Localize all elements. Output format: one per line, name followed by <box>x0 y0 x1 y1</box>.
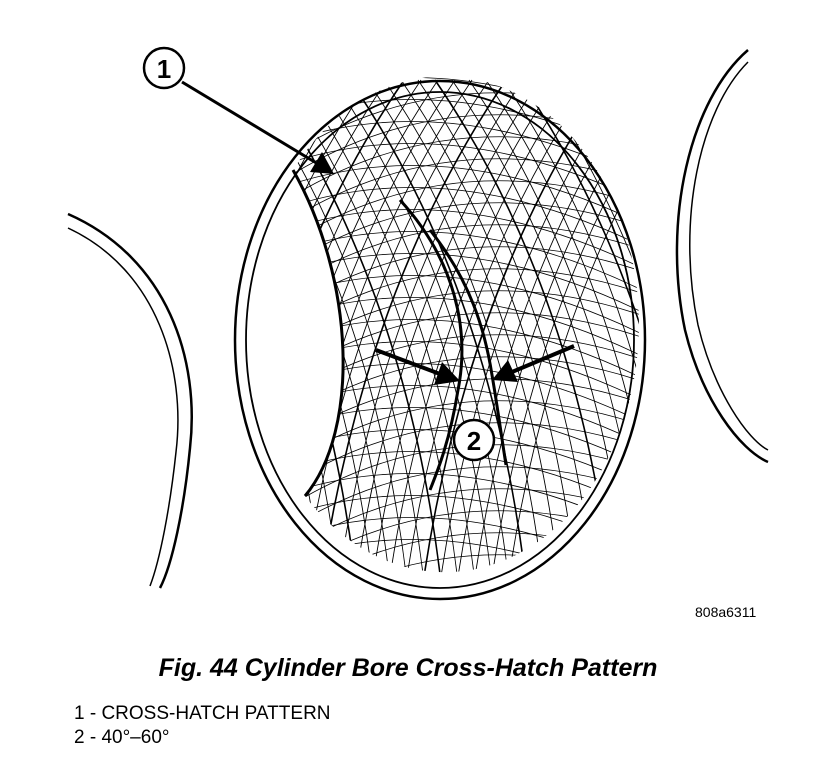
hatch-line <box>293 297 639 361</box>
hatch-line <box>293 79 303 573</box>
hatch-line <box>0 80 105 620</box>
hatch-line <box>293 341 639 405</box>
hatch-line <box>112 80 292 620</box>
hatch-line <box>293 554 639 573</box>
hatch-line <box>44 80 234 620</box>
hatch-line <box>61 80 241 620</box>
hatch-line <box>293 79 310 573</box>
hatch-angle-lines <box>398 198 508 491</box>
hatch-line <box>0 80 30 620</box>
hatch-line <box>293 79 429 573</box>
hatch-line <box>451 79 639 573</box>
hatch-line <box>95 80 285 620</box>
hatch-line <box>293 180 639 249</box>
hatch-line <box>293 473 639 537</box>
hatch-line <box>293 79 405 573</box>
hatch-line <box>293 79 456 573</box>
hatch-line <box>293 209 639 273</box>
hatch-line <box>293 79 354 573</box>
hatch-line <box>383 79 575 573</box>
hatch-line <box>366 79 558 573</box>
hatch-line <box>293 187 639 251</box>
honed-area-edge <box>291 169 345 497</box>
hatch-line <box>293 422 639 491</box>
cylinder-bore-illustration: 1 2 <box>0 46 816 620</box>
hatch-line <box>0 80 156 620</box>
hatch-line <box>78 80 268 620</box>
hatch-line <box>673 80 816 620</box>
cylinder-bore-wall <box>233 79 647 601</box>
hatch-line <box>0 80 173 620</box>
hatch-line <box>349 79 541 573</box>
hatch-line <box>293 79 371 573</box>
hatch-line <box>293 202 639 271</box>
cross-hatch-pattern <box>0 77 816 620</box>
legend: 1 - CROSS-HATCH PATTERN 2 - 40°–60° <box>74 702 331 750</box>
hatch-line <box>0 80 139 620</box>
hatch-line <box>485 79 639 573</box>
hatch-line <box>27 80 217 620</box>
hatch-line <box>293 79 412 573</box>
callout-2-arrows <box>375 344 575 385</box>
hatch-line <box>0 80 122 620</box>
hatch-line <box>349 79 531 573</box>
figure-caption: Fig. 44 Cylinder Bore Cross-Hatch Patter… <box>158 654 658 682</box>
hatch-line <box>27 80 207 620</box>
hatch-line <box>293 79 388 573</box>
hatch-line <box>0 80 132 620</box>
left-adjacent-bore <box>67 212 193 589</box>
hatch-line <box>293 143 639 207</box>
callout-1-leader <box>181 80 334 174</box>
hatch-line <box>44 80 224 620</box>
hatch-line <box>434 79 626 573</box>
hatch-line <box>293 363 639 427</box>
hatch-line <box>0 80 166 620</box>
hatch-line <box>656 80 816 620</box>
hatch-line <box>502 79 639 573</box>
hatch-line <box>570 79 639 573</box>
hatch-line <box>10 80 200 620</box>
right-adjacent-bore <box>675 49 769 464</box>
hatch-line <box>293 319 639 383</box>
hatch-line <box>621 79 639 573</box>
legend-item-1: 1 - CROSS-HATCH PATTERN <box>74 703 331 724</box>
hatch-line <box>0 80 88 620</box>
hatch-line <box>0 80 115 620</box>
hatch-line <box>519 79 639 573</box>
hatch-line <box>61 80 251 620</box>
hatch-line <box>293 158 639 227</box>
hatch-line <box>293 451 639 515</box>
callout-1-number: 1 <box>157 54 171 84</box>
hatch-line <box>315 79 497 573</box>
hatch-line <box>0 80 64 620</box>
hatch-line <box>293 466 639 535</box>
hatch-line <box>0 80 98 620</box>
hatch-line <box>502 79 639 573</box>
hatch-line <box>293 231 639 295</box>
hatch-line <box>0 80 47 620</box>
callout-1-marker: 1 <box>142 46 186 90</box>
hatch-line <box>0 80 149 620</box>
hatch-line <box>293 79 361 573</box>
hatch-line <box>298 79 480 573</box>
legend-item-2: 2 - 40°–60° <box>74 727 170 748</box>
hatch-line <box>604 79 639 573</box>
hatch-line <box>0 80 81 620</box>
hatch-line <box>638 79 639 573</box>
callout-2-number: 2 <box>467 426 481 456</box>
hatch-line <box>417 79 609 573</box>
hatch-line <box>332 79 524 573</box>
hatch-line <box>536 79 639 573</box>
hatch-line <box>0 80 183 620</box>
callout-2-marker: 2 <box>452 418 496 462</box>
hatch-line <box>485 79 639 573</box>
figure-code: 808a6311 <box>695 604 757 620</box>
hatch-line <box>95 80 275 620</box>
hatch-line <box>293 165 639 229</box>
hatch-line <box>587 79 639 573</box>
hatch-line <box>0 80 13 620</box>
